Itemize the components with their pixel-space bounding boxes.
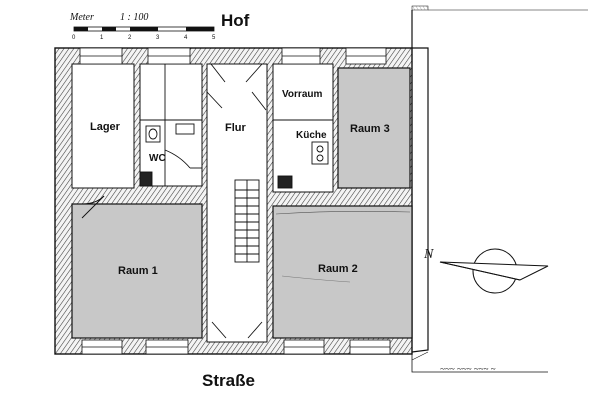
room-label-lager: Lager <box>90 121 121 133</box>
scale-tick-0: 0 <box>72 35 76 41</box>
room-label-flur: Flur <box>225 122 246 134</box>
svg-text:~~~ ~~~ ~~~ ~: ~~~ ~~~ ~~~ ~ <box>440 364 496 374</box>
room-label-raum2: Raum 2 <box>318 263 358 275</box>
scale-tick-3: 3 <box>156 35 160 41</box>
north-arrow-icon: N <box>423 247 549 294</box>
room-label-raum1: Raum 1 <box>118 265 158 277</box>
scale-tick-2: 2 <box>128 35 132 41</box>
scale-bar: Meter 1 : 100 0 1 2 3 4 5 <box>69 12 216 41</box>
hof-label: Hof <box>221 11 250 30</box>
windows <box>79 47 391 355</box>
room-label-kueche: Küche <box>296 130 327 141</box>
scale-ratio: 1 : 100 <box>120 12 148 23</box>
room-label-vorraum: Vorraum <box>282 89 322 100</box>
north-label: N <box>423 247 434 262</box>
scale-tick-1: 1 <box>100 35 104 41</box>
room-label-raum3: Raum 3 <box>350 123 390 135</box>
room-label-wc: WC <box>149 153 166 164</box>
scale-tick-5: 5 <box>212 35 216 41</box>
raum2-area <box>272 205 413 339</box>
neighbor-building: ~~~ ~~~ ~~~ ~ <box>411 5 588 374</box>
raum1-area <box>71 203 203 339</box>
strasse-label: Straße <box>202 371 255 390</box>
scale-tick-4: 4 <box>184 35 188 41</box>
scale-unit: Meter <box>69 12 94 23</box>
interior-details <box>81 63 411 339</box>
raum3-area <box>337 67 411 189</box>
